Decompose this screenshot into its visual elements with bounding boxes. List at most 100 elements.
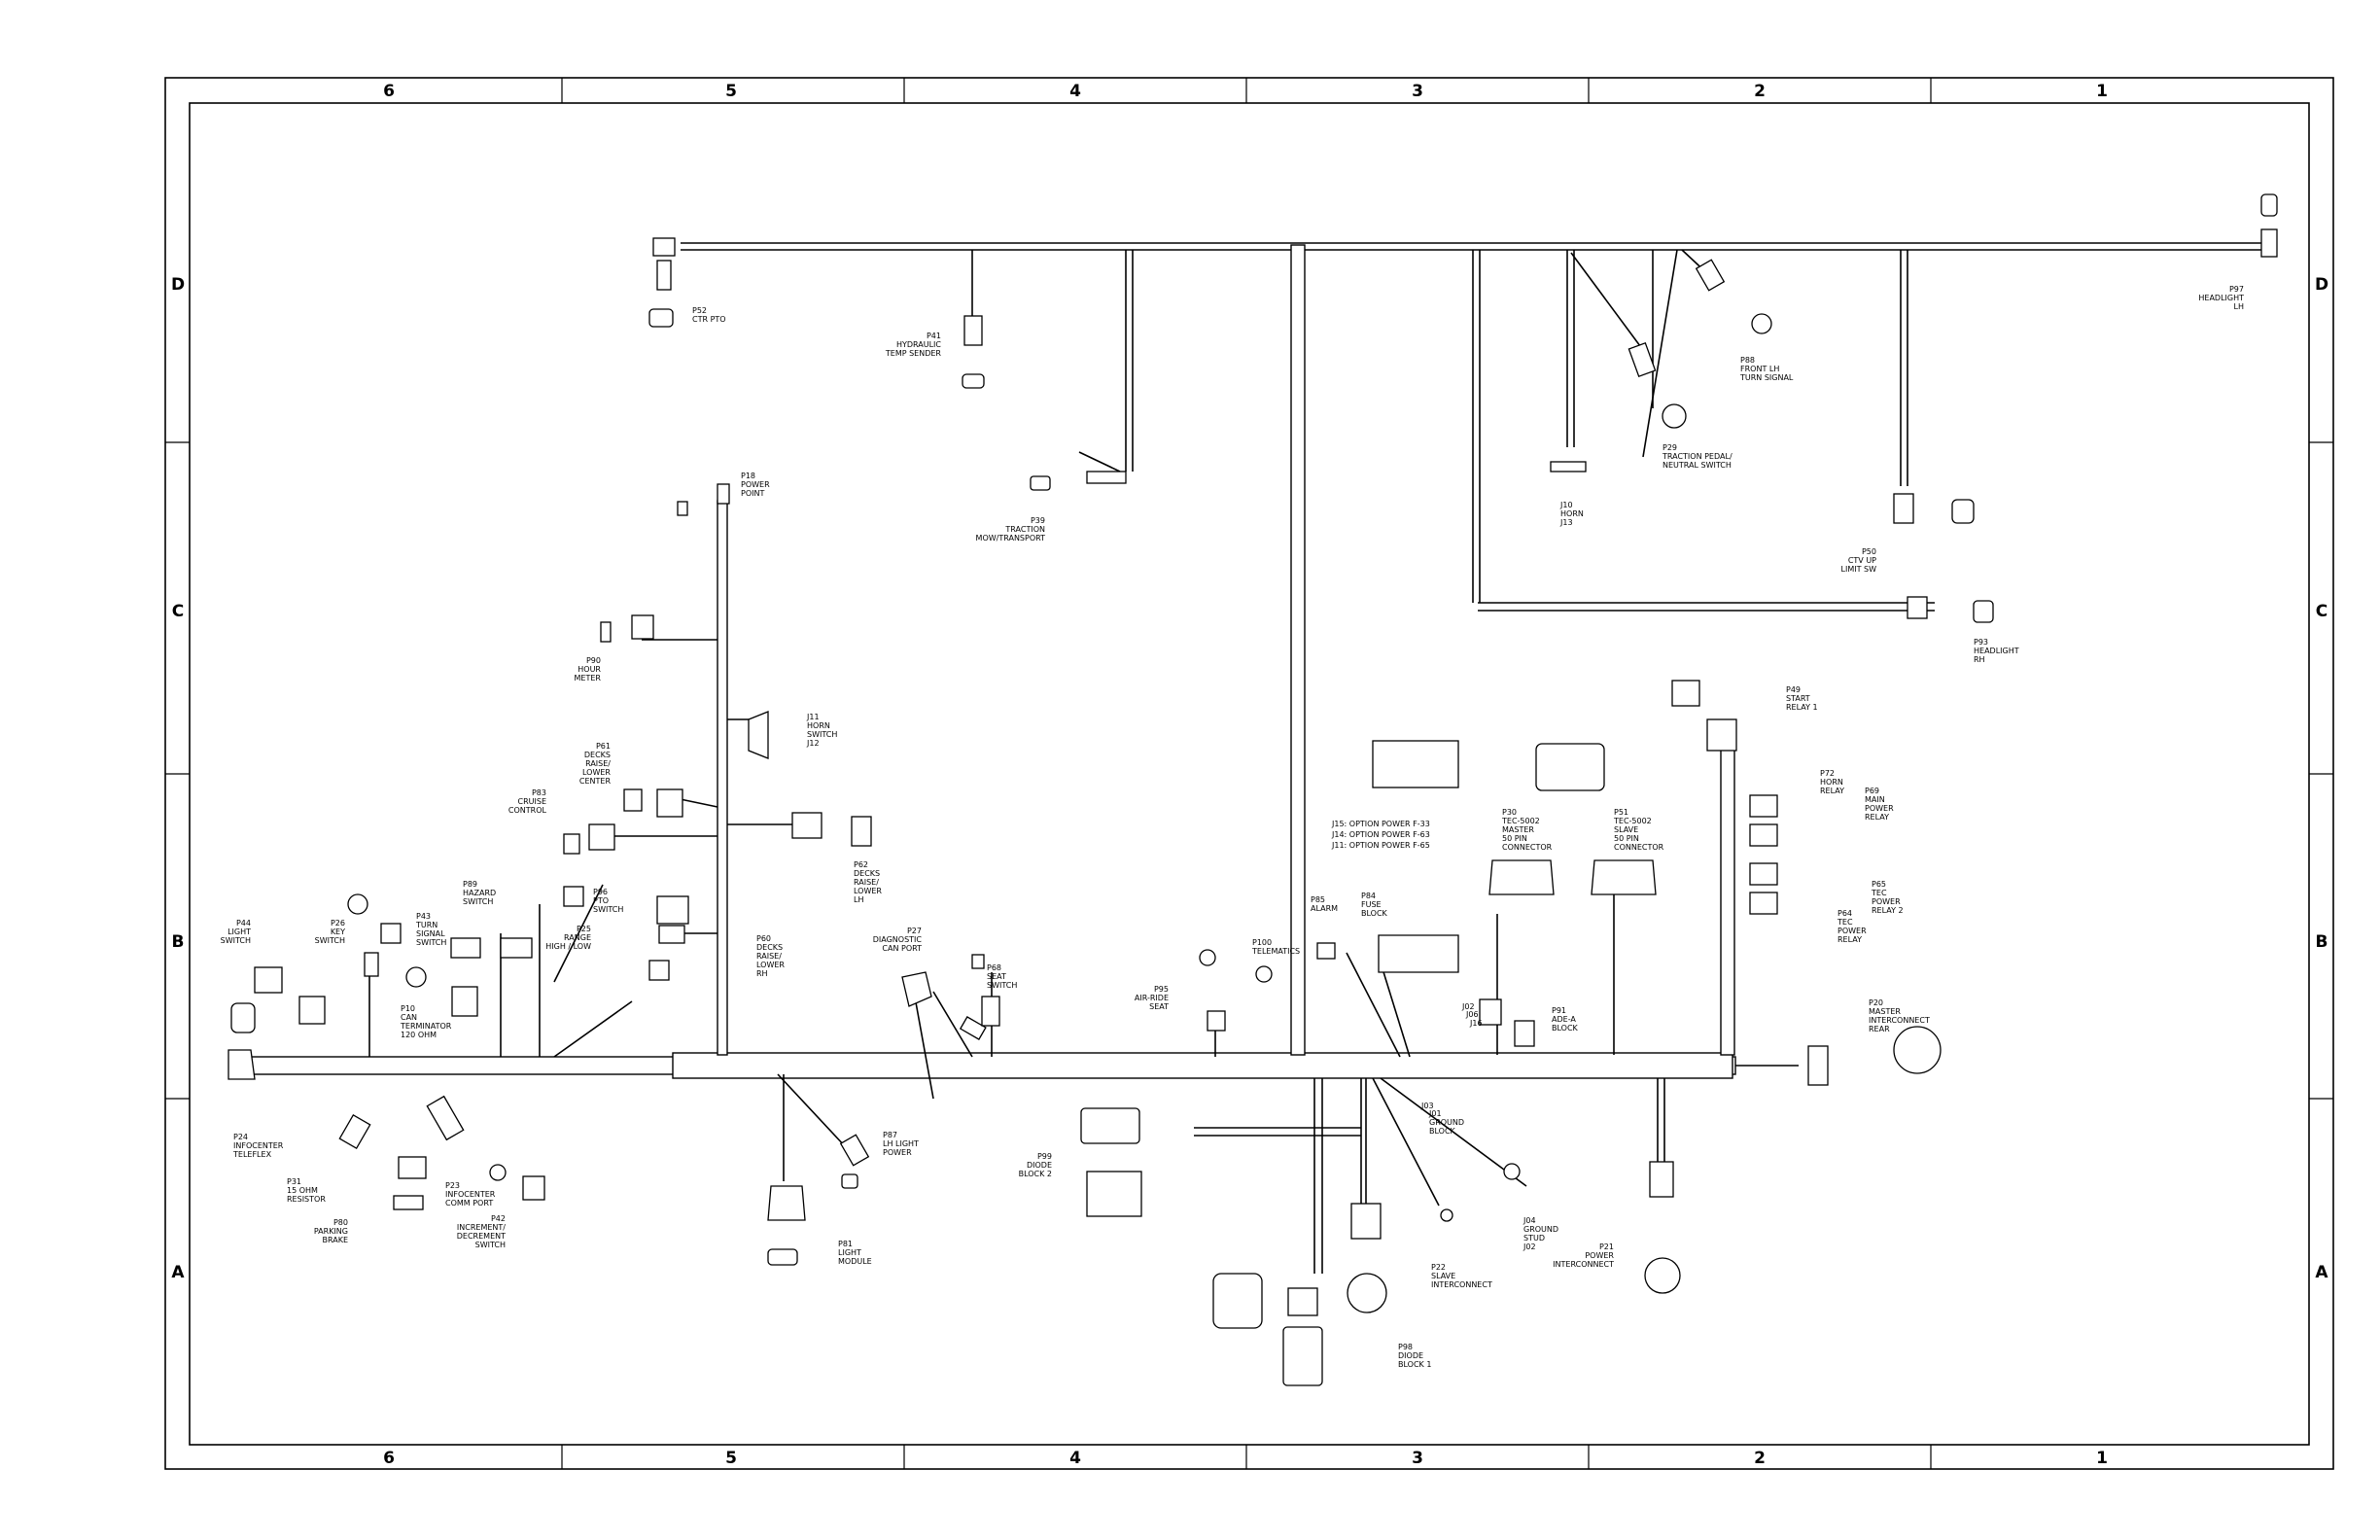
p95-label-line-2: AIR-RIDE bbox=[1135, 994, 1169, 1002]
p96-label-line-1: P96 bbox=[593, 888, 608, 896]
p25-label-line-2: RANGE bbox=[564, 933, 591, 942]
p62-label-line-5: LH bbox=[854, 895, 863, 904]
p80-label-line-3: BRAKE bbox=[323, 1236, 349, 1244]
zone-row-d-right: D bbox=[2315, 275, 2328, 295]
zone-row-c-left: C bbox=[172, 602, 184, 621]
zone-col-3-bottom: 3 bbox=[1412, 1449, 1423, 1468]
p61-label-line-1: P61 bbox=[596, 742, 611, 751]
p84-label-line-1: P84 bbox=[1361, 892, 1376, 900]
p61-label-line-4: LOWER bbox=[582, 768, 611, 777]
j02-label-line-1: J02 bbox=[1461, 1002, 1475, 1011]
j06-label-line-1: J06 bbox=[1465, 1010, 1479, 1019]
p68-label-line-3: SWITCH bbox=[987, 981, 1017, 990]
p25-connector bbox=[648, 960, 670, 981]
p43-label-line-4: SWITCH bbox=[416, 938, 446, 947]
p97-label-line-1: P97 bbox=[2229, 285, 2244, 294]
p62-connector bbox=[791, 812, 822, 839]
p61-connector bbox=[656, 788, 683, 818]
p26-label-line-2: KEY bbox=[331, 928, 345, 936]
p93-connector bbox=[1907, 596, 1928, 619]
j04-label-line-2: GROUND bbox=[1523, 1225, 1558, 1234]
p89-label-line-3: SWITCH bbox=[463, 897, 493, 906]
p44-connector bbox=[298, 996, 326, 1025]
p23-label-line-1: P23 bbox=[445, 1181, 460, 1190]
option-power-note-2: J14: OPTION POWER F-63 bbox=[1331, 830, 1430, 839]
p18-label-line-3: POINT bbox=[741, 489, 764, 498]
p72-relay bbox=[1749, 794, 1778, 818]
p51-label-line-4: 50 PIN bbox=[1614, 834, 1639, 843]
p26-label-line-1: P26 bbox=[331, 919, 345, 928]
p61-label-line-5: CENTER bbox=[579, 777, 612, 786]
p72-label-line-3: RELAY bbox=[1820, 787, 1844, 795]
j01-label-line-2: GROUND bbox=[1429, 1118, 1464, 1127]
p93-label-line-2: HEADLIGHT bbox=[1974, 647, 2019, 655]
p95-label-line-3: SEAT bbox=[1149, 1002, 1169, 1011]
zone-col-5-bottom: 5 bbox=[725, 1449, 737, 1468]
p99-label-line-3: BLOCK 2 bbox=[1019, 1170, 1052, 1178]
j04-label-line-4: J02 bbox=[1522, 1242, 1536, 1251]
p96-label-line-2: PTO bbox=[593, 896, 609, 905]
p72-label-line-1: P72 bbox=[1820, 769, 1835, 778]
p22-label-line-2: SLAVE bbox=[1431, 1272, 1455, 1280]
p27-label-line-3: CAN PORT bbox=[882, 944, 922, 953]
p21-label-line-1: P21 bbox=[1599, 1242, 1614, 1251]
j11-label-line-1: J11 bbox=[806, 713, 820, 721]
p18-label-line-1: P18 bbox=[741, 472, 755, 480]
p20-label-line-3: INTERCONNECT bbox=[1869, 1016, 1930, 1025]
p88-label-line-1: P88 bbox=[1740, 356, 1755, 365]
j10-label-line-3: J13 bbox=[1559, 518, 1573, 527]
j01-ground-block bbox=[1479, 998, 1502, 1026]
p21-label-line-3: INTERCONNECT bbox=[1553, 1260, 1614, 1269]
p43-label-line-1: P43 bbox=[416, 912, 431, 921]
p97-label-line-2: HEADLIGHT bbox=[2198, 294, 2244, 302]
p39-label-line-3: MOW/TRANSPORT bbox=[976, 534, 1046, 542]
zone-col-2-top: 2 bbox=[1754, 82, 1766, 101]
p65-relay bbox=[1749, 862, 1778, 886]
p60-label-line-1: P60 bbox=[756, 934, 771, 943]
p96-connector bbox=[563, 886, 584, 907]
p30-label-line-2: TEC-5002 bbox=[1501, 817, 1540, 825]
p100-label-line-2: TELEMATICS bbox=[1251, 947, 1300, 956]
p97-connector bbox=[2260, 228, 2278, 258]
p87-label-line-1: P87 bbox=[883, 1131, 897, 1139]
j03-label-line-1: J03 bbox=[1420, 1102, 1434, 1110]
j04-label-line-3: STUD bbox=[1523, 1234, 1545, 1242]
p60-label-line-3: RAISE/ bbox=[756, 952, 782, 961]
p30-connector bbox=[1488, 859, 1555, 895]
p52-label-line-1: P52 bbox=[692, 306, 707, 315]
p10-label-line-4: 120 OHM bbox=[401, 1031, 437, 1039]
p51-label-line-1: P51 bbox=[1614, 808, 1628, 817]
p51-label-line-3: SLAVE bbox=[1614, 825, 1638, 834]
p18-connector bbox=[717, 483, 730, 505]
p99-diode-block bbox=[1080, 1107, 1140, 1144]
p44-label-line-2: LIGHT bbox=[228, 928, 251, 936]
p50-label-line-2: CTV UP bbox=[1848, 556, 1876, 565]
p90-label-line-3: METER bbox=[575, 674, 602, 682]
p26-connector bbox=[364, 952, 379, 977]
p88-label-line-3: TURN SIGNAL bbox=[1739, 373, 1794, 382]
p42-label-line-4: SWITCH bbox=[475, 1241, 506, 1249]
p20-label-line-4: REAR bbox=[1869, 1025, 1890, 1033]
p41-label-line-1: P41 bbox=[927, 332, 941, 340]
tec-pinout bbox=[1535, 743, 1605, 791]
p98-label-line-3: BLOCK 1 bbox=[1398, 1360, 1431, 1369]
p83-label-line-2: CRUISE bbox=[518, 797, 547, 806]
p30-label-line-4: 50 PIN bbox=[1502, 834, 1527, 843]
p31-resistor bbox=[338, 1113, 371, 1150]
p99-label-line-2: DIODE bbox=[1027, 1161, 1052, 1170]
p21-label-line-2: POWER bbox=[1585, 1251, 1614, 1260]
j04-label-line-1: J04 bbox=[1522, 1216, 1536, 1225]
p41-connector bbox=[963, 315, 983, 346]
p62-label-line-4: LOWER bbox=[854, 887, 882, 895]
p24-label-line-2: INFOCENTER bbox=[233, 1141, 284, 1150]
p23-label-line-2: INFOCENTER bbox=[445, 1190, 496, 1199]
p65-label-line-1: P65 bbox=[1872, 880, 1886, 889]
j11-label-line-2: HORN bbox=[807, 721, 830, 730]
p65-label-line-4: RELAY 2 bbox=[1872, 906, 1904, 915]
p68-label-line-1: P68 bbox=[987, 963, 1001, 972]
p85-label-line-2: ALARM bbox=[1311, 904, 1338, 913]
p93-label-line-3: RH bbox=[1974, 655, 1985, 664]
zone-col-5-top: 5 bbox=[725, 82, 737, 101]
p10-label-line-2: CAN bbox=[401, 1013, 417, 1022]
